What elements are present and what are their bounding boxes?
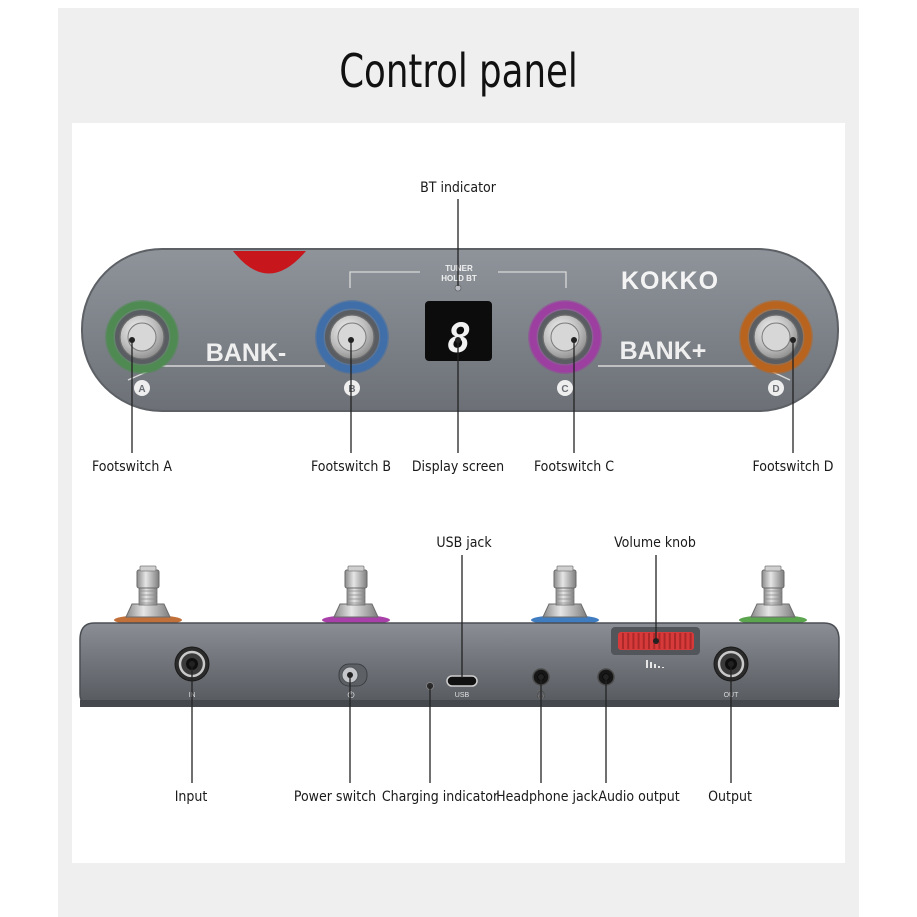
footswitch-a[interactable]: A <box>105 300 179 396</box>
top-footswitches: A B C D <box>105 300 813 396</box>
knob-ridge <box>658 633 661 649</box>
knob-ridge <box>684 633 687 649</box>
footswitch-b-dot <box>348 337 354 343</box>
footswitch-letter: C <box>561 384 568 395</box>
display-screen <box>425 301 492 361</box>
bottom-footswitches <box>114 565 807 625</box>
bank-plus-label: BANK+ <box>620 337 707 365</box>
footswitch-cap <box>550 322 580 352</box>
side-footswitch-nut <box>125 603 171 618</box>
volume-level-icon <box>646 660 664 668</box>
side-footswitch-shaft <box>138 587 158 606</box>
knob-ridge <box>663 633 666 649</box>
output-label: Output <box>708 789 752 805</box>
footswitch-ring <box>529 301 601 373</box>
side-footswitch-a[interactable] <box>114 565 182 625</box>
knob-ridge <box>674 633 676 649</box>
footswitch-c-label: Footswitch C <box>534 459 614 475</box>
headphone-jack-label: Headphone jack <box>496 789 599 805</box>
power-icon: ⏻ <box>347 690 354 700</box>
usb-jack-label: USB jack <box>436 535 492 551</box>
side-footswitch-cap <box>761 569 785 589</box>
volume-knob-dot <box>653 638 659 644</box>
side-footswitch-nut <box>333 603 379 618</box>
knob-ridge <box>642 633 645 649</box>
side-footswitch-shaft <box>346 587 366 606</box>
side-footswitch-c[interactable] <box>531 565 599 625</box>
footswitch-b[interactable]: B <box>315 300 389 396</box>
footswitch-c[interactable]: C <box>528 300 602 396</box>
charging-indicator-label: Charging indicator <box>382 789 499 805</box>
footswitch-letter-badge <box>344 380 360 396</box>
knob-ridge <box>637 633 640 649</box>
bottom-panel-base <box>80 700 839 707</box>
hold-bt-label: HOLD BT <box>441 274 477 283</box>
tuner-bracket-right <box>498 271 567 288</box>
input-label: Input <box>175 789 208 805</box>
footswitch-b-label: Footswitch B <box>311 459 391 475</box>
side-footswitch-cap <box>344 569 368 589</box>
usb-label: USB <box>455 692 470 699</box>
knob-ridge <box>689 633 692 649</box>
side-footswitch-nut <box>542 603 588 618</box>
side-footswitch-cap <box>136 569 160 589</box>
footswitch-ring <box>740 301 812 373</box>
knob-ridge <box>622 633 624 649</box>
bottom-callouts: USB jack Volume knob Input Power switch … <box>175 535 752 805</box>
top-callouts: BT indicator Footswitch A Footswitch B D… <box>92 180 833 475</box>
knob-ridge <box>632 633 635 649</box>
bottom-panel: IN ⏻ USB 🎧 OUT <box>79 622 840 707</box>
footswitch-letter: D <box>772 384 779 395</box>
tuner-label: TUNER <box>445 264 473 273</box>
footswitch-letter-badge <box>768 380 784 396</box>
headphone-jack-dot <box>538 674 544 680</box>
power-switch-dot <box>347 672 353 678</box>
footswitch-letter: B <box>348 384 355 395</box>
side-footswitch-shaft <box>555 587 575 606</box>
bt-indicator-label: BT indicator <box>420 180 497 196</box>
display-screen-label: Display screen <box>412 459 504 475</box>
side-footswitch-top <box>139 565 157 572</box>
page-title: Control panel <box>339 44 578 98</box>
side-footswitch-d[interactable] <box>739 565 807 625</box>
knob-ridge <box>668 633 671 649</box>
top-panel: TUNER HOLD BT KOKKO BANK- BANK+ 8 <box>81 248 839 412</box>
footswitch-letter: A <box>138 384 145 395</box>
footswitch-a-dot <box>129 337 135 343</box>
footswitch-cap <box>761 322 791 352</box>
side-footswitch-b[interactable] <box>322 565 390 625</box>
side-footswitch-shaft <box>763 587 783 606</box>
knob-ridge <box>648 633 650 649</box>
footswitch-ring <box>316 301 388 373</box>
brand-logo: KOKKO <box>621 267 719 295</box>
side-footswitch-top <box>764 565 782 572</box>
power-switch-label: Power switch <box>294 789 376 805</box>
footswitch-d-dot <box>790 337 796 343</box>
footswitch-letter-badge <box>557 380 573 396</box>
footswitch-cap <box>127 322 157 352</box>
volume-knob-label: Volume knob <box>614 535 696 551</box>
audio-output-label: Audio output <box>598 789 679 805</box>
side-footswitch-top <box>347 565 365 572</box>
output-dot <box>728 661 734 667</box>
status-led <box>233 251 306 274</box>
side-footswitch-nut <box>750 603 796 618</box>
input-dot <box>189 661 195 667</box>
knob-ridge <box>627 633 630 649</box>
side-footswitch-cap <box>553 569 577 589</box>
footswitch-a-label: Footswitch A <box>92 459 172 475</box>
footswitch-cap <box>337 322 367 352</box>
side-footswitch-top <box>556 565 574 572</box>
tuner-bracket-left <box>349 271 420 288</box>
footswitch-letter-badge <box>134 380 150 396</box>
audio-output-dot <box>603 674 609 680</box>
footswitch-ring <box>106 301 178 373</box>
footswitch-d-label: Footswitch D <box>753 459 834 475</box>
knob-ridge <box>679 633 682 649</box>
footswitch-d[interactable]: D <box>739 300 813 396</box>
bank-minus-label: BANK- <box>206 339 287 367</box>
footswitch-c-dot <box>571 337 577 343</box>
display-screen-dot <box>455 337 461 343</box>
